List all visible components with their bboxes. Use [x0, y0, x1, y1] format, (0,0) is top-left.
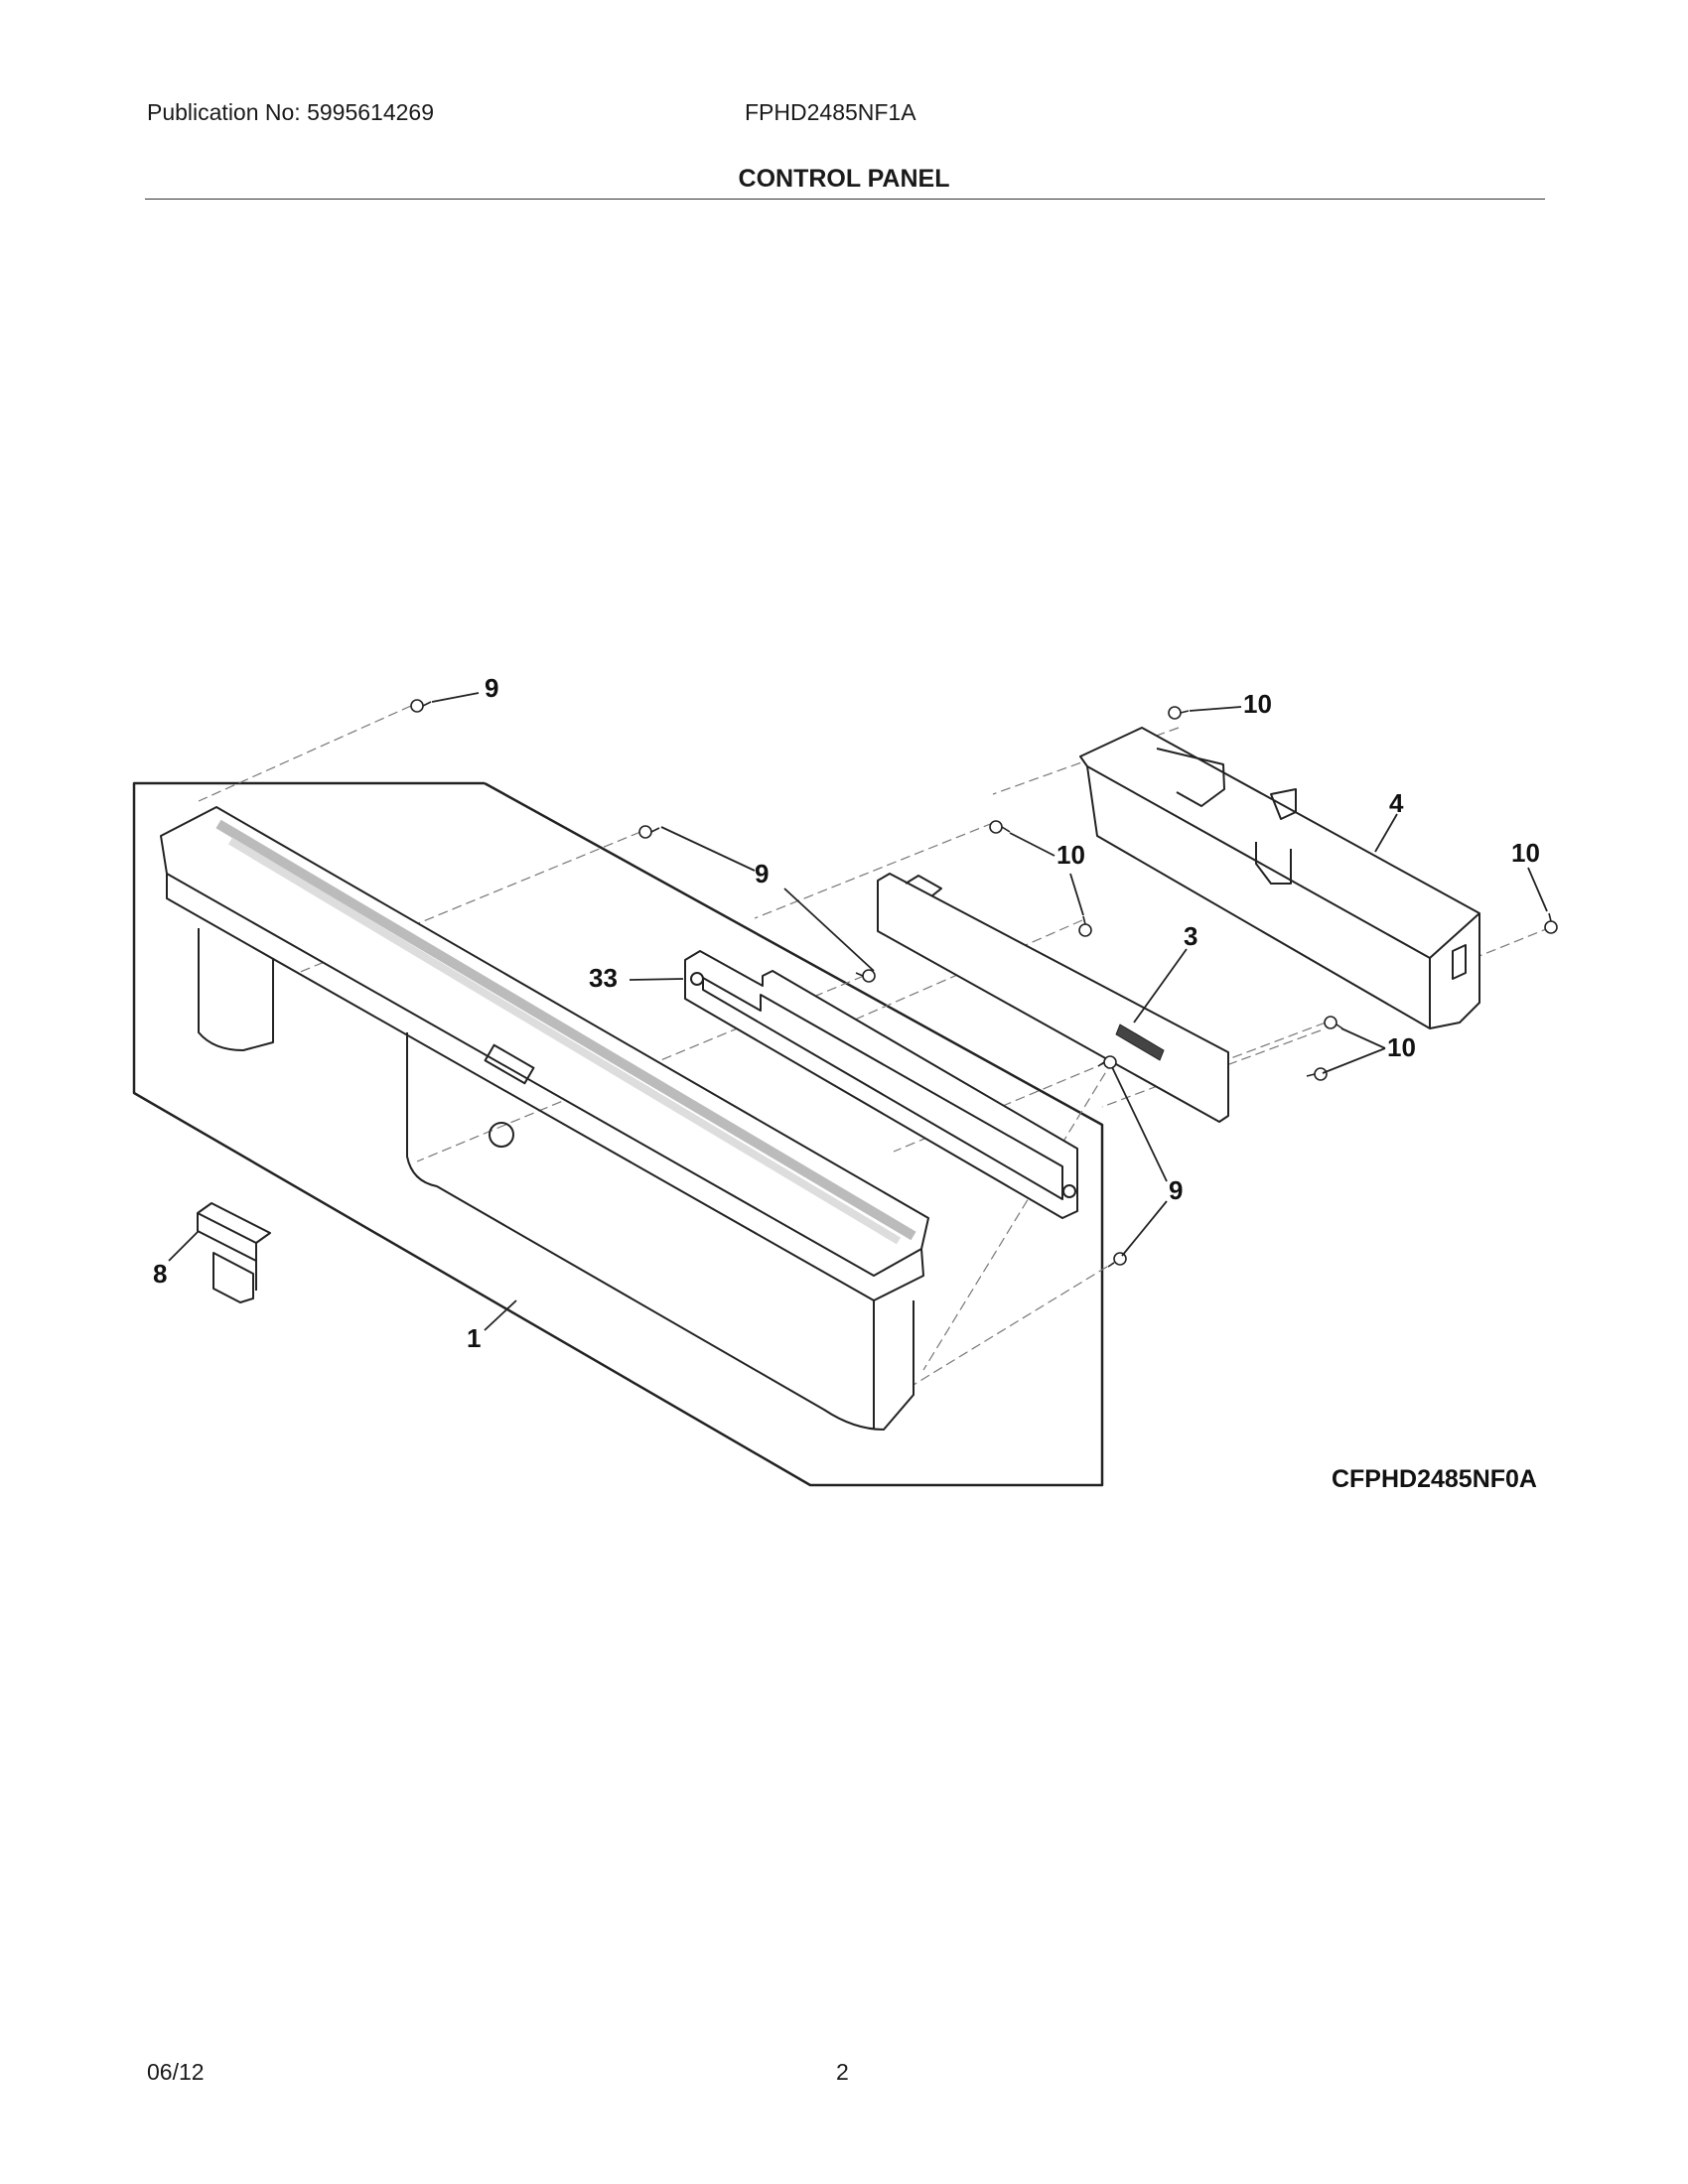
- screw-parts: [410, 699, 1558, 1268]
- publication-number: Publication No: 5995614269: [147, 99, 435, 125]
- leader-lines: [168, 692, 1548, 1331]
- screw-10-left: [989, 820, 1011, 834]
- screw-10-low-b: [1306, 1067, 1328, 1081]
- screw-10-low-a: [1324, 1016, 1343, 1029]
- callout-9-mid: 9: [755, 859, 769, 888]
- callout-10-top: 10: [1243, 689, 1272, 719]
- bracket-part: [197, 1202, 271, 1303]
- screw-10-board: [1078, 915, 1092, 937]
- assembly-outline: [132, 781, 1104, 1487]
- page-title: CONTROL PANEL: [738, 165, 950, 193]
- page-number: 2: [836, 2059, 849, 2085]
- board-cover-part: [1079, 727, 1480, 1029]
- publication-date: 06/12: [147, 2059, 205, 2085]
- callout-8: 8: [153, 1259, 167, 1289]
- callout-4: 4: [1389, 788, 1404, 818]
- figure-id: CFPHD2485NF0A: [1332, 1465, 1537, 1493]
- callout-10-low: 10: [1387, 1032, 1416, 1062]
- callout-10-right: 10: [1511, 838, 1540, 868]
- screw-9-lower-a: [1097, 1055, 1117, 1069]
- screw-9-mid: [638, 825, 660, 839]
- control-panel-part: [160, 806, 929, 1431]
- header-divider: [145, 199, 1545, 200]
- control-board-part: [877, 873, 1229, 1123]
- screw-9-top: [410, 699, 432, 713]
- callout-33: 33: [589, 963, 618, 993]
- screw-10-right: [1544, 912, 1558, 934]
- callout-1: 1: [467, 1323, 481, 1353]
- screw-10-top: [1168, 706, 1190, 720]
- callout-labels: 9 10 4 10 9 10 33 3 10 9 8 1: [153, 673, 1540, 1353]
- model-number: FPHD2485NF1A: [745, 99, 916, 125]
- callout-9-low: 9: [1169, 1175, 1183, 1205]
- callout-9-top: 9: [485, 673, 498, 703]
- callout-10-board: 10: [1056, 840, 1085, 870]
- screw-9-board: [855, 969, 876, 983]
- gasket-part: [684, 950, 1078, 1219]
- callout-3: 3: [1184, 921, 1197, 951]
